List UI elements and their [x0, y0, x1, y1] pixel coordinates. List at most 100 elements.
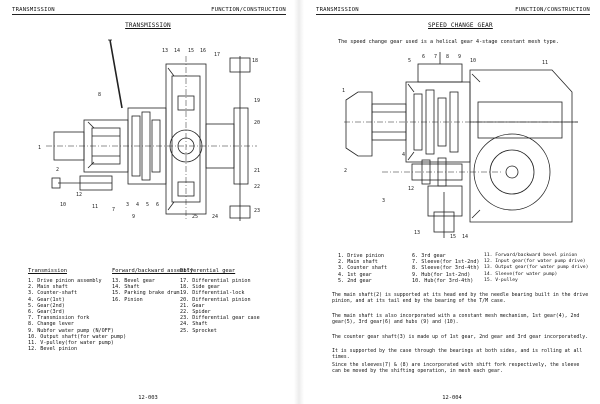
callout-label: 16 [200, 48, 206, 54]
callout-label: 7 [434, 54, 437, 60]
list-item: 9. Hub(for 1st-2nd) [412, 271, 471, 278]
callout-label: 20 [254, 120, 260, 126]
list-item: 8. Change lever [28, 321, 75, 328]
list-item: 18. Side gear [180, 284, 220, 291]
transmission-section-drawing: 8 1 2 12 10 11 3 4 5 6 7 9 13 14 15 16 1… [38, 39, 260, 221]
parts-list-transmission: 1. Drive pinion assembly 2. Main shaft 3… [28, 278, 126, 352]
left-page-header: TRANSMISSION FUNCTION/CONSTRUCTION [12, 2, 286, 15]
parts-list-col-3: 11. Forward/backward bevel pinion 12. In… [484, 253, 588, 284]
callout-label: 11 [92, 204, 98, 210]
right-page-header: TRANSMISSION FUNCTION/CONSTRUCTION [316, 2, 590, 15]
list-item: 16. Pinion [112, 296, 143, 303]
list-item: 7. Transmission fork [28, 315, 90, 322]
list-item: 21. Gear [180, 302, 205, 309]
list-item: 14. Shaft [112, 284, 140, 291]
figure-callouts: 1 2 3 4 5 6 7 8 9 10 11 12 13 14 15 [342, 54, 548, 240]
callout-label: 15 [450, 234, 456, 240]
callout-label: 1 [342, 88, 345, 94]
callout-label: 5 [146, 202, 149, 208]
callout-label: 4 [402, 152, 405, 158]
callout-label: 14 [462, 234, 468, 240]
list-item: 11. V-pulley(for water pump) [28, 340, 114, 347]
list-item: 23. Differential gear case [180, 315, 260, 322]
figure-callouts: 8 1 2 12 10 11 3 4 5 6 7 9 13 14 15 16 1… [38, 48, 260, 220]
header-right-text: FUNCTION/CONSTRUCTION [515, 7, 590, 13]
header-left-text: TRANSMISSION [12, 7, 55, 13]
callout-label: 7 [112, 207, 115, 213]
callout-label: 12 [76, 192, 82, 198]
callout-label: 22 [254, 184, 260, 190]
parts-list-col-1: 1. Drive pinion 2. Main shaft 3. Counter… [338, 253, 387, 284]
paragraph-counter-gear: The counter gear shaft(3) is made up of … [332, 334, 589, 340]
right-page: TRANSMISSION FUNCTION/CONSTRUCTION SPEED… [308, 0, 596, 404]
paragraph-bearings: It is supported by the case through the … [332, 348, 583, 361]
callout-label: 10 [60, 202, 66, 208]
callout-label: 14 [174, 48, 180, 54]
list-item: 5. Gear(2nd) [28, 302, 65, 309]
left-page: TRANSMISSION FUNCTION/CONSTRUCTION TRANS… [4, 0, 292, 404]
intro-text: The speed change gear used is a helical … [338, 39, 559, 45]
parts-list-forward-backward: 13. Bevel gear 14. Shaft 15. Parking bra… [112, 278, 179, 303]
callout-label: 5 [408, 58, 411, 64]
list-item: 20. Differential pinion [180, 296, 251, 303]
header-left-text: TRANSMISSION [316, 7, 359, 13]
column-heading-forward-backward: Forward/backward assembly [112, 268, 194, 274]
list-item: 6. Gear(3rd) [28, 309, 65, 316]
list-item: 17. Differential pinion [180, 278, 251, 284]
callout-label: 18 [252, 58, 258, 64]
column-heading-differential: Differential gear [180, 268, 236, 274]
parts-list-differential: 17. Differential pinion 18. Side gear 19… [180, 278, 260, 334]
callout-label: 3 [382, 198, 385, 204]
list-item: 2. Main shaft [338, 259, 378, 266]
list-item: 25. Sprocket [180, 327, 217, 334]
list-item: 4. 1st gear [338, 271, 372, 278]
callout-label: 8 [446, 54, 449, 60]
list-item: 4. Gear(1st) [28, 296, 65, 303]
callout-label: 13 [414, 230, 420, 236]
callout-label: 19 [254, 98, 260, 104]
list-item: 12. Input gear(for water pump drive) [484, 259, 586, 265]
callout-label: 2 [56, 167, 59, 173]
list-item: 3. Counter shaft [338, 265, 388, 272]
list-item: 22. Spider [180, 309, 211, 316]
list-item: 14. Sleeve(for water pump) [484, 271, 558, 277]
callout-label: 17 [214, 52, 220, 58]
callout-label: 10 [470, 58, 476, 64]
list-item: 11. Forward/backward bevel pinion [484, 253, 578, 258]
callout-label: 1 [38, 145, 41, 151]
callout-label: 6 [422, 54, 425, 60]
list-item: 10. Hub(for 3rd-4th) [412, 277, 474, 284]
callout-label: 13 [162, 48, 168, 54]
list-item: 13. Output gear(for water pump drive) [484, 265, 589, 271]
list-item: 13. Bevel gear [112, 278, 155, 284]
list-item: 15. V-pulley [484, 277, 518, 283]
list-item: 19. Differential-lock [180, 290, 245, 297]
callout-label: 9 [132, 214, 135, 220]
page-title: SPEED CHANGE GEAR [428, 22, 493, 29]
callout-label: 25 [192, 214, 198, 220]
list-item: 24. Shaft [180, 321, 208, 328]
callout-label: 8 [98, 92, 101, 98]
list-item: 15. Parking brake drum [112, 290, 180, 297]
list-item: 3. Counter-shaft [28, 290, 78, 297]
callout-label: 11 [542, 60, 548, 66]
parts-list-col-2: 6. 3rd gear 7. Sleeve(for 1st-2nd) 8. Sl… [412, 253, 479, 284]
list-item: 10. Output shaft(for water pump) [28, 333, 127, 340]
list-item: 8. Sleeve(for 3rd-4th) [412, 265, 480, 272]
list-item: 2. Main shaft [28, 284, 68, 291]
paragraph-sleeves: Since the sleeves(7) & (8) are incorpora… [332, 362, 580, 375]
list-item: 12. Bevel pinion [28, 346, 78, 353]
page-title: TRANSMISSION [125, 22, 171, 29]
callout-label: 4 [136, 202, 139, 208]
page-number: 12-004 [442, 395, 462, 401]
header-right-text: FUNCTION/CONSTRUCTION [211, 7, 286, 13]
list-item: 7. Sleeve(for 1st-2nd) [412, 259, 480, 266]
list-item: 1. Drive pinion [338, 253, 385, 259]
callout-label: 9 [458, 54, 461, 60]
list-item: 9. Nubfor water pump (N/OFF) [28, 327, 114, 334]
callout-label: 24 [212, 214, 218, 220]
column-heading-transmission: Transmission [28, 268, 67, 274]
list-item: 6. 3rd gear [412, 253, 446, 259]
paragraph-constant-mesh: The main shaft is also incorporated with… [332, 313, 580, 326]
page-number: 12-003 [138, 395, 158, 401]
